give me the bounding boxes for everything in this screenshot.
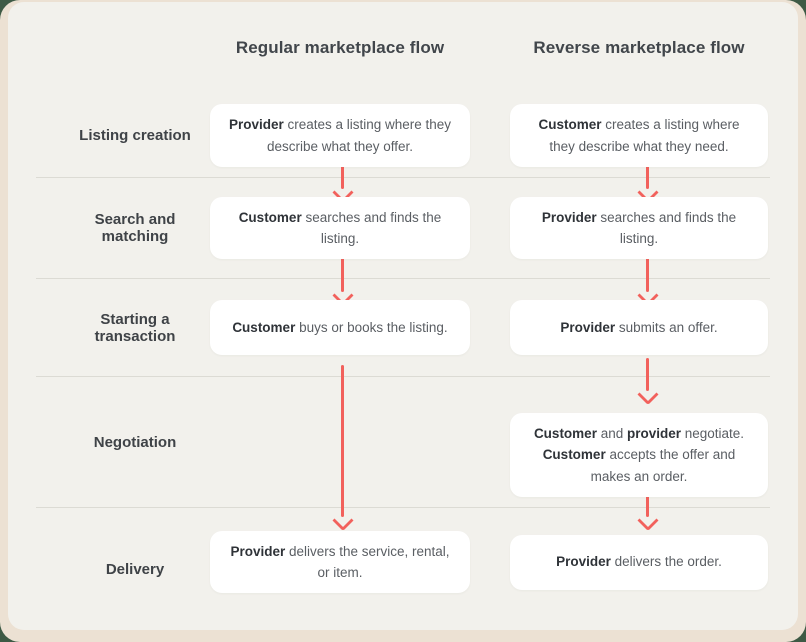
row-divider: [36, 177, 770, 178]
regular-flow-header: Regular marketplace flow: [235, 38, 445, 57]
stage-row: Delivery Provider delivers the service, r…: [8, 508, 798, 630]
regular-flow-card: Provider creates a listing where they de…: [210, 104, 470, 167]
reverse-flow-card: Customer creates a listing where they de…: [510, 104, 768, 167]
row-divider: [36, 278, 770, 279]
regular-flow-card: Customer searches and finds the listing.: [210, 196, 470, 260]
stage-label: Negotiation: [93, 433, 177, 451]
down-arrow-icon: [646, 253, 649, 292]
card-text: Customer buys or books the listing.: [232, 319, 448, 335]
reverse-flow-card: Provider delivers the order.: [510, 534, 768, 590]
reverse-flow-cell: Provider delivers the order.: [510, 534, 768, 590]
card-text: Provider submits an offer.: [560, 319, 718, 335]
reverse-flow-card: Provider submits an offer.: [510, 300, 768, 355]
card-text: Provider delivers the order.: [556, 554, 722, 570]
regular-flow-card: Provider delivers the service, rental, o…: [210, 530, 470, 594]
down-arrow-icon: [646, 159, 649, 189]
reverse-flow-cell: Provider searches and finds the listing.: [510, 196, 768, 260]
regular-flow-card: Customer buys or books the listing.: [210, 300, 470, 355]
stage-row: Listing creation Provider creates a listi…: [8, 94, 798, 177]
stage-label: Starting a transaction: [94, 310, 176, 345]
card-text: Provider searches and finds the listing.: [541, 209, 737, 246]
down-arrow-icon: [341, 159, 344, 189]
row-divider: [36, 376, 770, 377]
stage-label: Delivery: [105, 560, 165, 578]
stage-label: Listing creation: [79, 127, 191, 144]
reverse-flow-cell: Customer and provider negotiate. Custome…: [510, 387, 768, 497]
comparison-panel: Regular marketplace flow Reverse marketp…: [8, 2, 798, 630]
down-arrow-icon: [341, 365, 344, 517]
header-row: Regular marketplace flow Reverse marketp…: [8, 2, 798, 94]
row-divider: [36, 507, 770, 508]
stage-row: Search and matching Customer searches and…: [8, 178, 798, 278]
regular-flow-cell: Customer searches and finds the listing.: [210, 196, 470, 260]
reverse-flow-cell: Customer creates a listing where they de…: [510, 104, 768, 167]
card-text: Provider creates a listing where they de…: [228, 117, 452, 154]
stage-row: Starting a transaction Customer buys or b…: [8, 279, 798, 376]
reverse-flow-cell: Provider submits an offer.: [510, 300, 768, 355]
rows-host: Listing creation Provider creates a listi…: [8, 94, 798, 630]
stage-row: Negotiation Customer and provider negotia…: [8, 377, 798, 507]
stage-label: Search and matching: [94, 211, 176, 245]
card-text: Customer creates a listing where they de…: [538, 117, 740, 154]
reverse-flow-card: Customer and provider negotiate. Custome…: [510, 413, 768, 497]
down-arrow-icon: [646, 490, 649, 517]
regular-flow-cell: Provider delivers the service, rental, o…: [210, 530, 470, 594]
regular-flow-cell: Customer buys or books the listing.: [210, 300, 470, 355]
down-arrow-icon: [646, 358, 649, 391]
card-text: Provider delivers the service, rental, o…: [230, 543, 450, 580]
reverse-flow-card: Provider searches and finds the listing.: [510, 196, 768, 260]
down-arrow-icon: [341, 253, 344, 292]
reverse-flow-header: Reverse marketplace flow: [533, 38, 745, 57]
card-text: Customer searches and finds the listing.: [238, 209, 442, 246]
card-text: Customer and provider negotiate. Custome…: [533, 426, 745, 484]
regular-flow-cell: Provider creates a listing where they de…: [210, 104, 470, 167]
